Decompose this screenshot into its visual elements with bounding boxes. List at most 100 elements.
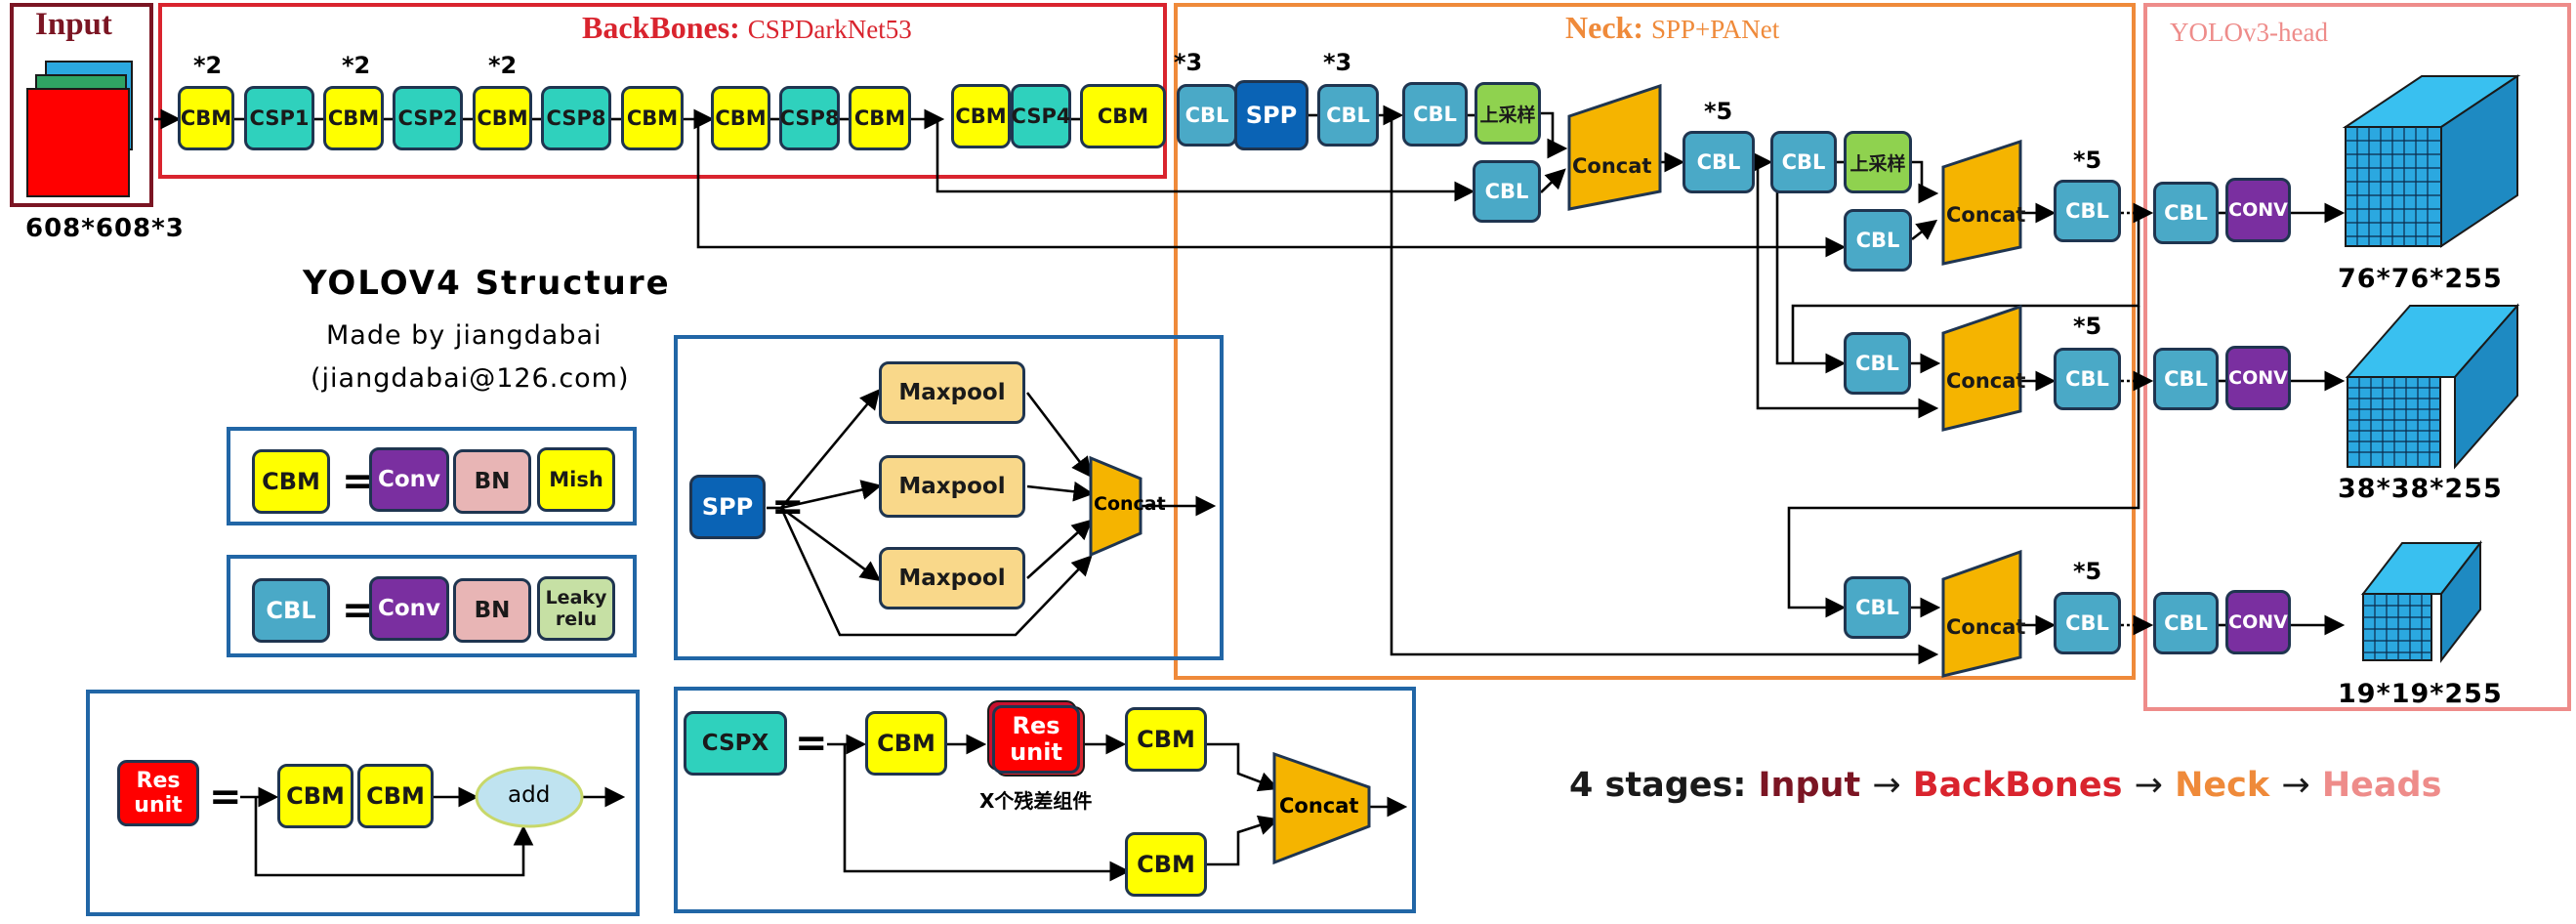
legend-cspx-resunit: Res unit: [992, 705, 1080, 774]
stage-heads: Heads: [2321, 766, 2442, 805]
legend-res-caption: X个残差组件: [979, 789, 1093, 813]
input-size-label: 608*608*3: [25, 214, 185, 243]
csp1-block: CSP1: [244, 86, 314, 150]
head-conv-2: CONV: [2225, 346, 2291, 410]
legend-resunit-line2: unit: [134, 793, 183, 818]
cbl-block-6: CBL: [1770, 131, 1837, 193]
backbones-title-name: CSPDarkNet53: [747, 15, 912, 44]
cbl-block-8: CBL: [2054, 180, 2121, 242]
stage-backbones: BackBones: [1912, 766, 2123, 805]
concat-neck-1-label: Concat: [1572, 154, 1652, 178]
legend-maxpool-3: Maxpool: [879, 547, 1025, 609]
concat-spp-legend: [1089, 455, 1143, 558]
cbm-block-6: CBM: [849, 86, 911, 150]
cbm-block-5: CBM: [711, 86, 770, 150]
cbl-block-4: CBL: [1473, 160, 1541, 223]
head-frame: [2143, 3, 2571, 711]
concat-neck-1: [1567, 83, 1662, 211]
legend-cspx-cbm-2: CBM: [1125, 707, 1207, 772]
legend-equals-3: =: [771, 484, 805, 529]
structure-email: (jiangdabai@126.com): [311, 363, 630, 394]
csp2-block: CSP2: [393, 86, 463, 150]
legend-bn-1: BN: [453, 449, 531, 514]
stages-prefix: 4 stages:: [1569, 766, 1747, 805]
head-conv-1: CONV: [2225, 178, 2291, 242]
mult-1: *2: [193, 52, 223, 79]
upsample-block-1: 上采样: [1475, 82, 1541, 145]
legend-resunit-cbm-2: CBM: [357, 764, 434, 828]
legend-conv-2: Conv: [369, 576, 449, 641]
output-label-76: 76*76*255: [2338, 264, 2503, 294]
neck-title: Neck: SPP+PANet: [1565, 10, 1779, 46]
mult-4: *3: [1174, 49, 1203, 76]
output-label-19: 19*19*255: [2338, 679, 2503, 709]
mult-7: *5: [2073, 147, 2102, 174]
input-title: Input: [35, 7, 112, 42]
legend-add-label: add: [508, 782, 551, 808]
concat-cspx-legend: [1272, 751, 1371, 865]
legend-cspx-resunit-line1: Res: [1012, 712, 1060, 739]
structure-author: Made by jiangdabai: [326, 320, 602, 351]
mult-8: *5: [2073, 313, 2102, 340]
legend-equals-1: =: [342, 459, 375, 504]
legend-mish: Mish: [537, 447, 615, 512]
csp8-block-1: CSP8: [541, 86, 611, 150]
legend-cspx-cbm-3: CBM: [1125, 832, 1207, 897]
head-cbl-1: CBL: [2153, 182, 2219, 244]
cspx-legend-box: [674, 687, 1416, 913]
cbl-block-12: CBL: [2054, 592, 2121, 654]
legend-resunit-line1: Res: [136, 769, 181, 793]
legend-equals-5: =: [795, 721, 828, 766]
backbones-title: BackBones: CSPDarkNet53: [582, 10, 912, 46]
legend-cspx-resunit-line2: unit: [1010, 738, 1062, 766]
concat-neck-3-label: Concat: [1946, 369, 2026, 393]
stage-input: Input: [1758, 766, 1861, 805]
legend-resunit-cbm-1: CBM: [277, 764, 353, 828]
legend-cbl: CBL: [252, 578, 330, 643]
add-ellipse: [475, 766, 584, 828]
stage-arrow-2: →: [2134, 766, 2163, 805]
stage-neck: Neck: [2175, 766, 2270, 805]
head-cbl-3: CBL: [2153, 592, 2219, 654]
csp4-block: CSP4: [1011, 84, 1071, 148]
cbl-block-1: CBL: [1177, 84, 1237, 147]
legend-cspx-concat-label: Concat: [1279, 794, 1359, 818]
cbl-block-7: CBL: [1844, 209, 1912, 272]
stage-arrow-3: →: [2281, 766, 2310, 805]
stages-line: 4 stages: Input → BackBones → Neck → Hea…: [1569, 766, 2441, 805]
cbm-block-8: CBM: [1080, 84, 1166, 148]
cbl-block-2: CBL: [1317, 84, 1379, 147]
legend-leaky-relu: Leaky relu: [537, 576, 615, 641]
legend-cbm: CBM: [252, 449, 330, 514]
concat-neck-4: [1941, 549, 2022, 678]
cbm-block-3: CBM: [473, 86, 532, 150]
mult-3: *2: [488, 52, 518, 79]
mult-9: *5: [2073, 558, 2102, 585]
spp-legend-box: [674, 335, 1224, 660]
concat-neck-2-label: Concat: [1946, 203, 2026, 227]
csp8-block-2: CSP8: [779, 86, 840, 150]
cbl-block-5: CBL: [1683, 131, 1755, 193]
legend-cspx-cbm-1: CBM: [865, 711, 947, 776]
structure-title: YOLOV4 Structure: [303, 264, 671, 303]
legend-leaky-line1: Leaky: [545, 587, 607, 609]
output-label-38: 38*38*255: [2338, 474, 2503, 504]
legend-cspx: CSPX: [684, 711, 787, 776]
concat-neck-2: [1941, 139, 2022, 266]
mult-6: *5: [1704, 98, 1733, 125]
legend-bn-2: BN: [453, 578, 531, 643]
output-cube-76: [2342, 74, 2521, 248]
structure-legend-cbl-box: [227, 555, 637, 657]
spp-block: SPP: [1234, 80, 1309, 150]
head-title: YOLOv3-head: [2170, 18, 2328, 47]
legend-equals-4: =: [209, 775, 242, 819]
legend-maxpool-2: Maxpool: [879, 455, 1025, 518]
head-cbl-2: CBL: [2153, 348, 2219, 410]
concat-neck-4-label: Concat: [1946, 615, 2026, 639]
structure-legend-cbm-box: [227, 427, 637, 525]
concat-neck-3: [1941, 304, 2022, 432]
mult-2: *2: [342, 52, 371, 79]
legend-spp-concat-label: Concat: [1094, 493, 1166, 515]
legend-leaky-line2: relu: [555, 609, 598, 630]
